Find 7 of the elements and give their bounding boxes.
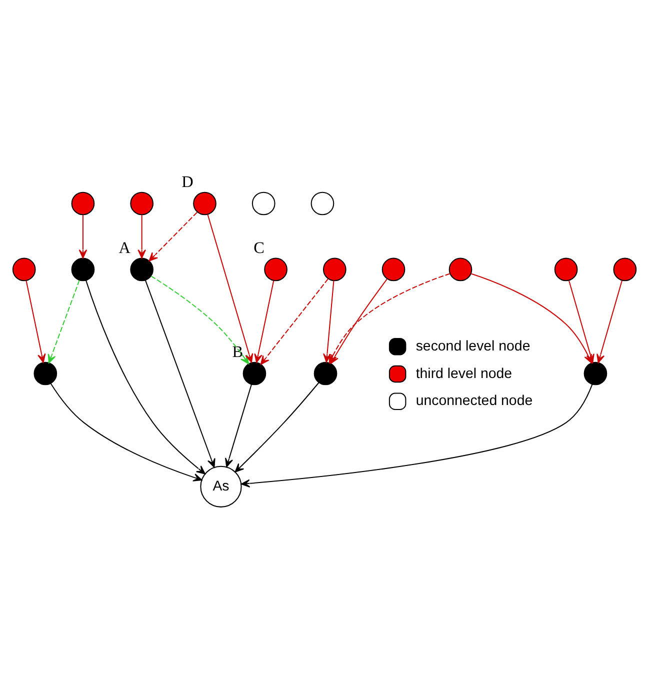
legend-label: second level node xyxy=(416,338,530,354)
node-label: B xyxy=(232,342,244,361)
legend-label: third level node xyxy=(416,365,512,382)
node-label: C xyxy=(254,238,264,257)
node-label: A xyxy=(118,238,130,257)
legend-label: unconnected node xyxy=(416,392,533,409)
node-label: D xyxy=(182,172,194,191)
